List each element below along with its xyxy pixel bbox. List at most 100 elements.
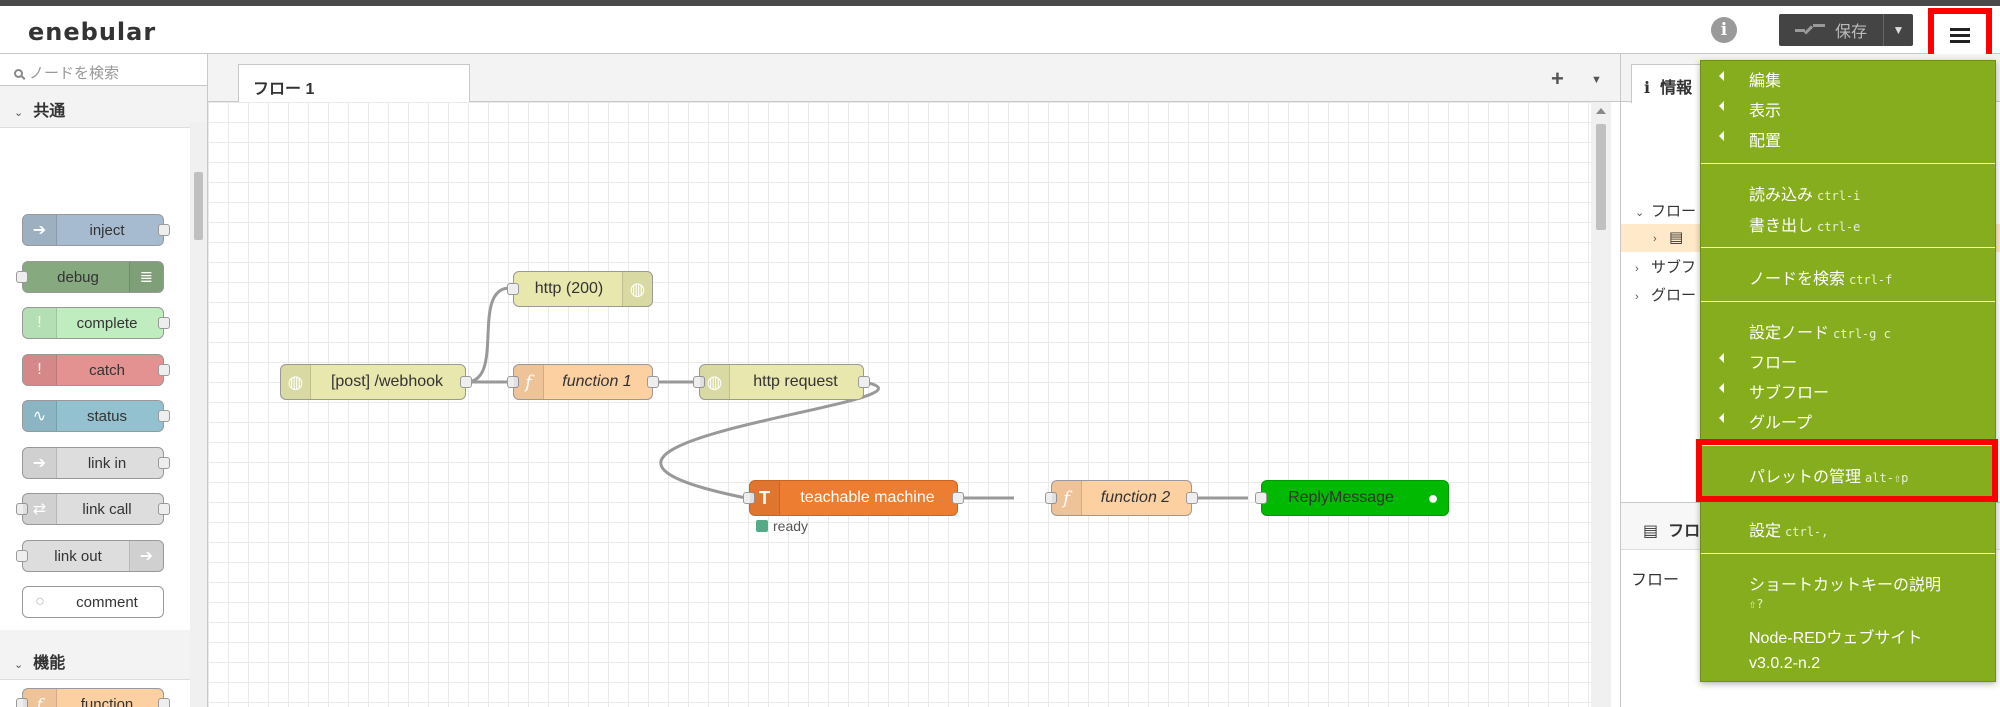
menu-item-groups[interactable]: グループ — [1701, 405, 1995, 433]
deploy-button-group: 保存 ▼ — [1779, 14, 1913, 46]
tensorflow-icon: T — [750, 481, 780, 515]
workspace-canvas[interactable]: http (200) ◍ ◍ [post] /webhook f functio… — [208, 102, 1591, 707]
palette-node-label: debug — [57, 269, 99, 286]
input-port[interactable] — [16, 271, 28, 283]
palette-node-debug[interactable]: debug ≣ — [16, 261, 164, 293]
input-port[interactable] — [1045, 492, 1057, 504]
output-port[interactable] — [1186, 492, 1198, 504]
flow-node-function-1[interactable]: f function 1 — [507, 364, 659, 400]
output-port[interactable] — [158, 317, 170, 329]
chevron-down-icon[interactable]: ▼ — [1591, 74, 1602, 86]
output-port[interactable] — [158, 224, 170, 236]
palette-node-catch[interactable]: ! catch — [22, 354, 170, 386]
palette-search-placeholder: ノードを検索 — [29, 65, 120, 82]
tree-row-globals[interactable]: ›グロー — [1621, 280, 2000, 308]
globe-icon: ◍ — [700, 365, 730, 399]
menu-item-edit[interactable]: 編集 — [1701, 63, 1995, 91]
palette-node-function[interactable]: f function — [16, 688, 170, 707]
tree-row-label: サブフ — [1651, 259, 1697, 276]
menu-item-label: 編集 — [1749, 73, 1782, 90]
menu-item-shortcuts[interactable]: ショートカットキーの説明 ⇧? — [1701, 567, 1995, 611]
palette-node-link-in[interactable]: ➔ link in — [22, 447, 170, 479]
palette-node-label: status — [86, 408, 128, 425]
palette-node-label: comment — [76, 594, 138, 611]
output-port[interactable] — [158, 410, 170, 422]
category-header-common[interactable]: ⌄共通 — [0, 86, 190, 128]
palette-node-status[interactable]: ∿ status — [22, 400, 170, 432]
menu-item-shortcut: ⇧? — [1749, 597, 1764, 611]
main-menu-button[interactable] — [1946, 23, 1974, 49]
flow-node-function-2[interactable]: f function 2 — [1045, 480, 1198, 516]
function-icon: f — [23, 689, 57, 707]
menu-item-version: v3.0.2-n.2 — [1701, 651, 1995, 679]
output-port[interactable] — [158, 503, 170, 515]
input-port[interactable] — [16, 698, 28, 707]
caret-down-icon: ▼ — [1892, 23, 1905, 37]
tree-row-flows[interactable]: ⌄フロー — [1621, 196, 2000, 224]
input-port[interactable] — [16, 550, 28, 562]
globe-icon: ◍ — [622, 272, 652, 306]
flow-node-http-request[interactable]: ◍ http request — [693, 364, 870, 400]
menu-item-subflows[interactable]: サブフロー — [1701, 375, 1995, 403]
output-port[interactable] — [647, 376, 659, 388]
palette-node-comment[interactable]: ○ comment — [22, 586, 164, 618]
palette-scrollbar[interactable] — [190, 122, 207, 707]
flow-node-teachable-machine[interactable]: T teachable machine — [743, 480, 964, 516]
flow-node-label: function 1 — [562, 373, 632, 390]
palette-search-input[interactable]: ノードを検索 — [0, 54, 207, 86]
output-port[interactable] — [858, 376, 870, 388]
deploy-button[interactable]: 保存 — [1779, 14, 1883, 46]
menu-item-label: 設定 — [1749, 523, 1782, 540]
link-icon: ➔ — [23, 448, 57, 478]
menu-item-label: ショートカットキーの説明 — [1749, 577, 1942, 594]
input-port[interactable] — [507, 283, 519, 295]
flow-node-http-response[interactable]: http (200) ◍ — [507, 271, 653, 307]
input-port[interactable] — [693, 376, 705, 388]
menu-item-website[interactable]: Node-REDウェブサイト — [1701, 620, 1995, 648]
output-port[interactable] — [158, 364, 170, 376]
output-port[interactable] — [158, 698, 170, 707]
palette-node-inject[interactable]: ➔ inject — [22, 214, 170, 246]
menu-item-flows[interactable]: フロー — [1701, 345, 1995, 373]
palette-node-complete[interactable]: ! complete — [22, 307, 170, 339]
category-name: 機能 — [33, 655, 66, 672]
output-port[interactable] — [460, 376, 472, 388]
flow-node-reply-message[interactable]: ReplyMessage ● — [1255, 480, 1449, 516]
category-header-function[interactable]: ⌄ 機能 — [0, 638, 190, 680]
arrow-icon: ➔ — [23, 215, 57, 245]
list-icon: ≣ — [129, 262, 163, 292]
chevron-down-icon: ⌄ — [1635, 207, 1645, 219]
tab-info-label: 情報 — [1660, 80, 1693, 97]
menu-item-shortcut: ctrl-f — [1849, 273, 1893, 287]
add-flow-icon[interactable]: + — [1551, 66, 1564, 91]
input-port[interactable] — [16, 503, 28, 515]
deploy-options-button[interactable]: ▼ — [1883, 14, 1913, 46]
search-icon — [14, 69, 23, 78]
menu-item-arrange[interactable]: 配置 — [1701, 123, 1995, 151]
palette-node-link-call[interactable]: ⇄ link call — [16, 493, 170, 525]
output-port[interactable] — [952, 492, 964, 504]
menu-item-label: 読み込み — [1749, 187, 1814, 204]
output-port[interactable] — [158, 457, 170, 469]
menu-item-view[interactable]: 表示 — [1701, 93, 1995, 121]
tab-flow-1[interactable]: フロー 1 — [238, 64, 470, 103]
flow-node-http-in[interactable]: ◍ [post] /webhook — [280, 364, 472, 400]
canvas-scrollbar[interactable] — [1591, 102, 1611, 707]
menu-separator — [1701, 301, 1995, 302]
palette-node-link-out[interactable]: link out ➔ — [16, 540, 164, 572]
tree-row-subflows[interactable]: ›サブフ — [1621, 252, 2000, 280]
exclamation-icon: ! — [23, 355, 57, 385]
caret-left-icon — [1719, 131, 1724, 141]
input-port[interactable] — [1255, 492, 1267, 504]
chevron-down-icon: ⌄ — [14, 659, 24, 671]
input-port[interactable] — [507, 376, 519, 388]
info-icon[interactable]: i — [1711, 17, 1737, 43]
input-port[interactable] — [743, 492, 755, 504]
